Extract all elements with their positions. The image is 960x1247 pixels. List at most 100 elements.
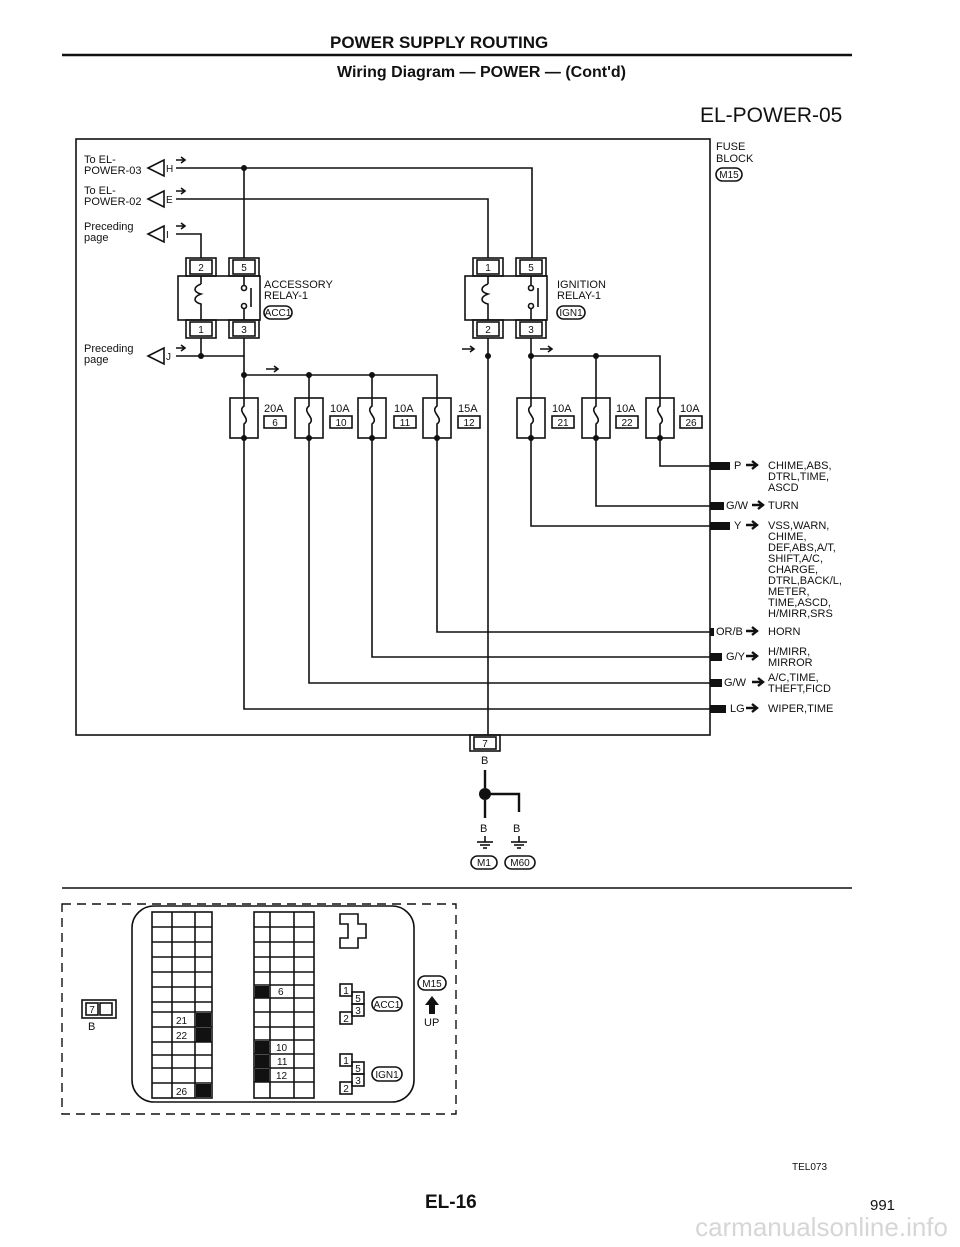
fuse-icon xyxy=(592,398,600,438)
input-e-label-1: To EL- xyxy=(84,185,116,197)
input-i-letter: I xyxy=(166,230,169,241)
arrow-icon xyxy=(176,344,187,352)
output-destination: HORN xyxy=(768,626,800,638)
output-destination: DTRL,TIME, xyxy=(768,471,829,483)
socket-pin: 2 xyxy=(343,1084,349,1095)
connector-view-frame xyxy=(61,903,457,1115)
input-wires xyxy=(176,165,533,357)
connector-color: B xyxy=(88,1021,95,1033)
output-destination: CHIME, xyxy=(768,531,807,543)
relay-name-1: IGNITION xyxy=(557,279,606,291)
relay-pin: 3 xyxy=(528,325,534,336)
socket-pin: 1 xyxy=(343,986,349,997)
page-subtitle: Wiring Diagram — POWER — (Cont'd) xyxy=(337,64,626,81)
input-j-letter: J xyxy=(166,352,171,363)
fuse-22: 10A 22 xyxy=(581,397,639,441)
cavity-label: 11 xyxy=(277,1057,288,1068)
fuse-number: 26 xyxy=(685,418,697,429)
input-h-label-2: POWER-03 xyxy=(84,165,141,177)
socket-pin: 5 xyxy=(355,994,361,1005)
output-destination: DTRL,BACK/L, xyxy=(768,575,842,587)
arrow-icon xyxy=(746,520,759,530)
ground-branch-color: B xyxy=(513,823,520,835)
relay-pin: 3 xyxy=(241,325,247,336)
cavity-label: 10 xyxy=(276,1043,288,1054)
ground-icon xyxy=(511,836,527,849)
input-e-letter: E xyxy=(166,195,173,206)
fuse-number: 11 xyxy=(400,418,411,429)
arrow-icon xyxy=(462,345,476,353)
output-terminal-lg: LG WIPER,TIME xyxy=(710,703,833,715)
ground-icon xyxy=(477,836,493,849)
cavity-label: 21 xyxy=(176,1016,188,1027)
ground-connector-label: M1 xyxy=(477,858,491,869)
fuse-rating: 10A xyxy=(330,403,350,415)
ignition-relay: 1 5 2 3 IGNITION RELAY-1 IGN1 xyxy=(464,257,606,339)
fuse-number: 10 xyxy=(335,418,347,429)
watermark: carmanualsonline.info xyxy=(695,1212,948,1242)
arrow-icon xyxy=(746,460,759,470)
relay-connector-label: ACC1 xyxy=(265,308,292,319)
arrow-icon xyxy=(746,703,759,713)
output-destination: H/MIRR, xyxy=(768,646,810,658)
connector-arrow-j xyxy=(146,346,165,366)
relay-body xyxy=(177,275,261,321)
arrow-icon xyxy=(266,365,280,373)
relay-pin: 1 xyxy=(485,263,491,274)
relay-pin: 2 xyxy=(198,263,204,274)
fuse-rating: 20A xyxy=(264,403,284,415)
socket-pin: 1 xyxy=(343,1056,349,1067)
arrow-icon xyxy=(176,222,187,230)
relay-output-wires xyxy=(198,338,661,735)
fuse-number: 22 xyxy=(621,418,633,429)
socket-pin: 3 xyxy=(355,1006,361,1017)
page-title: POWER SUPPLY ROUTING xyxy=(330,33,548,52)
output-terminal-gw-ac: G/W A/C,TIME, THEFT,FICD xyxy=(710,672,831,695)
fuse-26: 10A 26 xyxy=(645,397,703,441)
connector-label-m15: M15 xyxy=(719,170,739,181)
fuse-10: 10A 10 xyxy=(294,397,353,441)
accessory-relay: 2 5 1 3 ACCESSORY RELAY-1 ACC1 xyxy=(177,257,334,339)
input-e-label-2: POWER-02 xyxy=(84,196,141,208)
output-destination: WIPER,TIME xyxy=(768,703,833,715)
relay-coil-icon xyxy=(194,276,204,320)
ground-connector-label: M60 xyxy=(510,858,530,869)
ground-wire-color: B xyxy=(481,755,488,767)
connector-view-panel: 7 B 21 22 26 xyxy=(61,903,457,1115)
fuse-number: 6 xyxy=(272,418,278,429)
socket-connector-label: IGN1 xyxy=(375,1070,399,1081)
socket-connector-label: ACC1 xyxy=(374,1000,401,1011)
block-connector-label: M15 xyxy=(422,979,442,990)
output-destination: TURN xyxy=(768,500,799,512)
input-j-label-2: page xyxy=(84,354,108,366)
relay-socket-blank xyxy=(339,913,367,949)
wire-color: G/Y xyxy=(726,651,746,663)
fuse-rating: 15A xyxy=(458,403,478,415)
input-i: Preceding page I xyxy=(84,221,187,244)
cavity-label: 26 xyxy=(176,1087,188,1098)
wire-color: OR/B xyxy=(716,626,743,638)
output-destination: MIRROR xyxy=(768,657,813,669)
wire-color: LG xyxy=(730,703,745,715)
output-destination: ASCD xyxy=(768,482,799,494)
relay-name-2: RELAY-1 xyxy=(557,290,601,302)
fuse-6: 20A 6 xyxy=(229,397,287,441)
fuse-number: 21 xyxy=(557,418,569,429)
output-destination: METER, xyxy=(768,586,810,598)
wire-color: Y xyxy=(734,520,742,532)
cavity-label: 22 xyxy=(176,1031,188,1042)
fuse-rating: 10A xyxy=(394,403,414,415)
fuse-21: 10A 21 xyxy=(516,397,575,441)
fuse-icon xyxy=(656,398,664,438)
figure-code: TEL073 xyxy=(792,1162,827,1173)
relay-pin: 5 xyxy=(241,263,247,274)
arrow-icon xyxy=(752,500,765,510)
fuse-12: 15A 12 xyxy=(422,397,481,441)
fuse-rating: 10A xyxy=(552,403,572,415)
connector-arrow-h xyxy=(146,158,165,178)
ground-pin: 7 xyxy=(482,739,488,750)
input-h-label-1: To EL- xyxy=(84,154,116,166)
fuse-column-b: 6 10 11 12 xyxy=(253,911,315,1099)
wire-color: G/W xyxy=(724,677,747,689)
ground-circuit: 7 B B B M1 M60 xyxy=(469,734,536,870)
